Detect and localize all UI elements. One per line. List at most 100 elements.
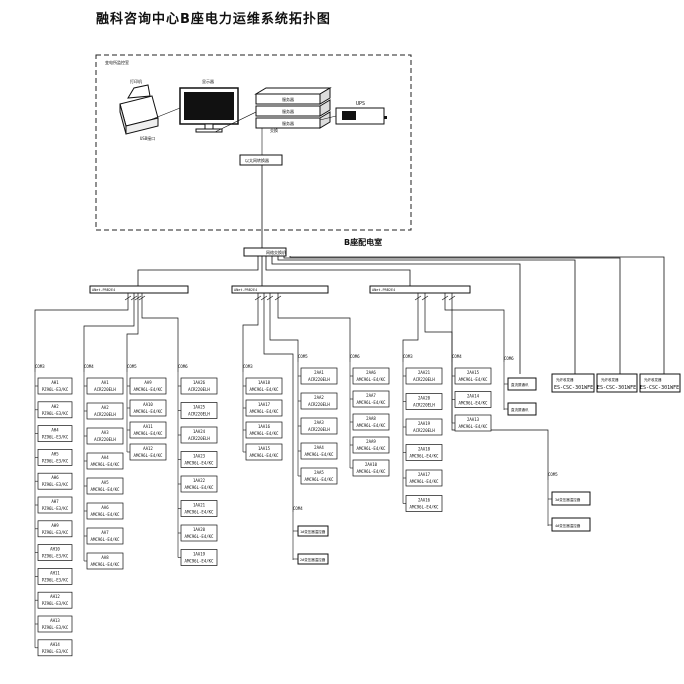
meter-id: AH12 — [50, 594, 60, 599]
meter-box[interactable] — [180, 451, 218, 468]
meter-box[interactable] — [37, 520, 73, 538]
meter-box[interactable] — [37, 496, 73, 514]
meter-model: ACR220ELH — [413, 377, 435, 382]
meter-box[interactable] — [454, 367, 492, 385]
meter-box[interactable] — [180, 426, 218, 444]
meter-box[interactable] — [454, 391, 492, 408]
meter-column: COM4AA1ACR220ELHAA2ACR220ELHAA3ACR220ELH… — [83, 364, 124, 570]
com-label: COM6 — [504, 356, 514, 361]
meter-box[interactable] — [405, 495, 443, 512]
meter-box[interactable] — [37, 568, 73, 585]
meter-box[interactable] — [405, 418, 443, 436]
main-gateway[interactable] — [243, 247, 287, 257]
meter-box[interactable] — [37, 377, 73, 395]
meter-box[interactable] — [129, 399, 167, 417]
gateway-2[interactable]: ANet-PRB2E4 — [231, 285, 329, 294]
meter-box[interactable] — [245, 421, 283, 439]
meter-box[interactable] — [180, 524, 218, 542]
meter-box[interactable] — [129, 377, 167, 395]
gateway-3[interactable]: ANet-PRB2E4 — [369, 285, 471, 294]
temp-controller-label: 1#变压器温控器 — [300, 529, 326, 534]
meter-box[interactable] — [405, 393, 443, 410]
meter-box[interactable] — [180, 500, 218, 517]
gateway-1[interactable]: ANet-PRB2E4 — [89, 285, 189, 294]
meter-box[interactable] — [86, 477, 124, 495]
temp-controller-label: 4#变压器温控器 — [555, 523, 581, 528]
meter-box[interactable] — [180, 377, 218, 395]
meter-box[interactable] — [300, 367, 338, 385]
meter-box[interactable] — [405, 367, 443, 385]
main-gateway-label: 网络交换机 — [266, 249, 286, 255]
meter-box[interactable] — [352, 436, 390, 454]
printer-icon[interactable] — [119, 84, 159, 135]
meter-model: PZ96L-E3/KC — [42, 577, 69, 582]
meter-box[interactable] — [37, 639, 73, 657]
meter-box[interactable] — [352, 367, 390, 385]
meter-box[interactable] — [37, 615, 73, 633]
dc-panel-box[interactable] — [507, 402, 537, 416]
meter-box[interactable] — [86, 377, 124, 395]
meter-box[interactable] — [37, 591, 73, 609]
server-label-1: 服务器 — [282, 96, 294, 102]
meter-model: ACR220ELH — [94, 437, 116, 442]
meter-model: PZ96L-E3/KC — [42, 625, 69, 630]
meter-id: AH7 — [51, 499, 59, 504]
room-label: B座配电室 — [344, 238, 383, 247]
meter-model: AMC96L-E4/KC — [250, 409, 279, 414]
meter-id: 2AA9 — [366, 439, 376, 444]
meter-id: 1AA20 — [193, 527, 206, 532]
meter-box[interactable] — [300, 442, 338, 460]
server-rack-icon[interactable] — [254, 87, 332, 129]
meter-id: AH14 — [50, 642, 60, 647]
meter-id: AA3 — [101, 430, 109, 435]
ups-icon[interactable] — [335, 107, 387, 125]
meter-model: ACR220ELH — [94, 387, 116, 392]
meter-box[interactable] — [129, 443, 167, 461]
meter-box[interactable] — [405, 444, 443, 461]
meter-box[interactable] — [245, 399, 283, 417]
meter-box[interactable] — [454, 414, 492, 432]
fiber-transceiver-box[interactable] — [551, 373, 595, 393]
meter-box[interactable] — [352, 459, 390, 477]
temp-controller-label: 3#变压器温控器 — [555, 497, 581, 502]
meter-box[interactable] — [129, 421, 167, 439]
meter-box[interactable] — [245, 377, 283, 395]
meter-box[interactable] — [86, 427, 124, 445]
meter-box[interactable] — [86, 552, 124, 570]
fiber-transceiver-box[interactable] — [596, 373, 638, 393]
meter-box[interactable] — [86, 527, 124, 545]
dc-panel-label: 直流屏通讯 — [511, 382, 529, 387]
meter-box[interactable] — [180, 475, 218, 493]
meter-column: COM5AA9AMC96L-E4/KCAA10AMC96L-E4/KCAA11A… — [126, 364, 167, 461]
com6-right-group: COM6 直流屏通讯 直流屏通讯 — [503, 356, 537, 416]
meter-box[interactable] — [37, 544, 73, 561]
ethernet-converter[interactable] — [239, 154, 283, 166]
meter-box[interactable] — [37, 449, 73, 466]
temp-controller-box[interactable] — [551, 491, 591, 506]
meter-box[interactable] — [180, 402, 218, 419]
meter-box[interactable] — [86, 502, 124, 520]
meter-box[interactable] — [245, 443, 283, 461]
meter-box[interactable] — [37, 425, 73, 442]
meter-box[interactable] — [300, 467, 338, 485]
display-icon[interactable] — [179, 87, 239, 133]
temp-controller-box[interactable] — [297, 553, 329, 565]
meter-box[interactable] — [86, 402, 124, 420]
meter-box[interactable] — [300, 417, 338, 435]
meter-box[interactable] — [352, 390, 390, 408]
meter-model: AMC96L-E4/KC — [134, 431, 163, 436]
fiber-transceiver-box[interactable] — [639, 373, 681, 393]
dc-panel-box[interactable] — [507, 377, 537, 391]
temp-controller-box[interactable] — [551, 517, 591, 532]
meter-column: COM61AA26ACR220ELH1AA25ACR220ELH1AA24ACR… — [177, 364, 218, 566]
meter-box[interactable] — [300, 392, 338, 410]
meter-box[interactable] — [180, 549, 218, 566]
meter-box[interactable] — [37, 401, 73, 419]
meter-id: 2AA10 — [365, 462, 378, 467]
meter-box[interactable] — [352, 413, 390, 431]
meter-box[interactable] — [405, 469, 443, 487]
temp-controller-box[interactable] — [297, 525, 329, 537]
meter-box[interactable] — [37, 472, 73, 490]
meter-id: AH9 — [51, 523, 59, 528]
meter-box[interactable] — [86, 452, 124, 470]
